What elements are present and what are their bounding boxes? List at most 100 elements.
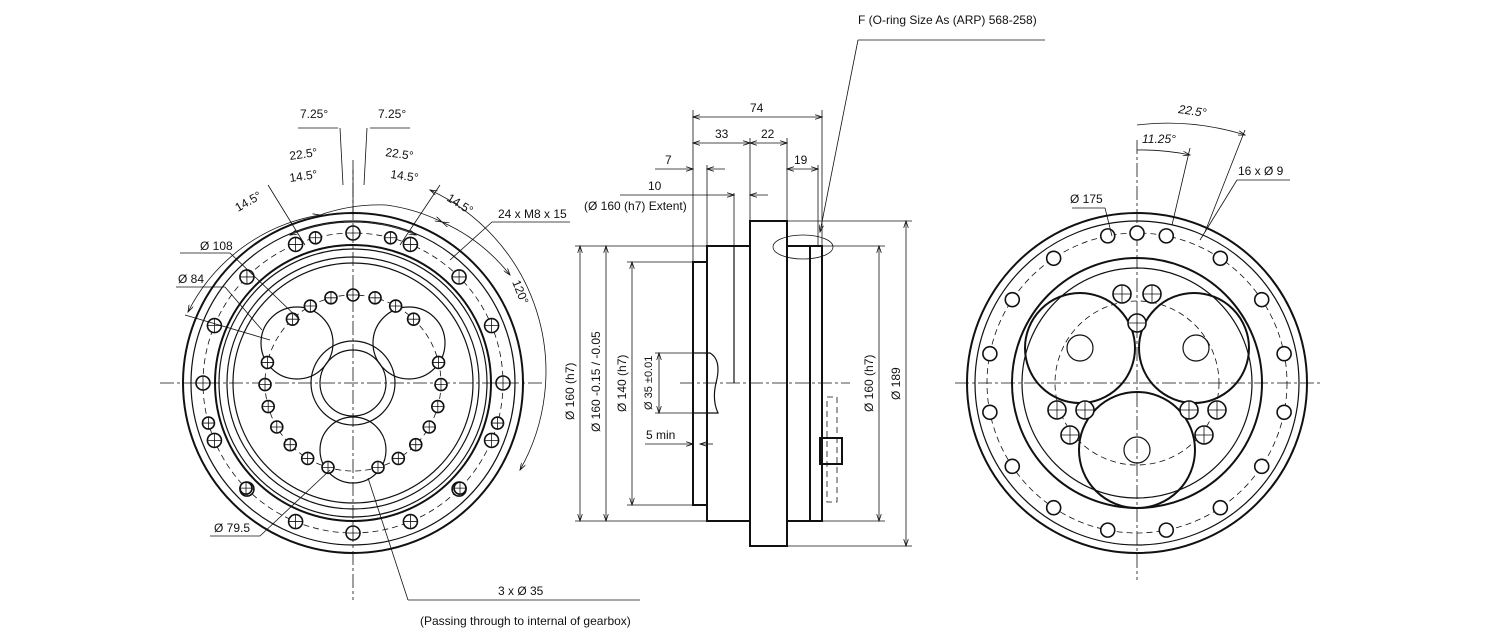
dia-160-h7-left-label: Ø 160 (h7) [563,363,577,420]
hole-center-mark [371,461,384,474]
hole-center-mark [286,313,299,326]
rear-holes-label: 16 x Ø 9 [1238,164,1284,178]
gear-hole [1066,334,1094,362]
dim-74-label: 74 [750,101,764,115]
hole-center-mark [1061,426,1079,444]
dia-189-label: Ø 189 [889,367,903,400]
hole-center-mark [407,313,420,326]
dia-84-label: Ø 84 [178,272,204,286]
hole-center-mark [261,356,274,369]
rear-mounting-hole [982,345,998,362]
gear-bottom [1078,391,1196,509]
rear-mounting-hole [1099,522,1116,538]
hole-center-mark [324,291,337,304]
oring-callout-ellipse [772,234,834,260]
dim-19-label: 19 [794,153,808,167]
hole-center-mark [1143,285,1161,303]
side-view: F (O-ring Size As (ARP) 568-258) 74 33 2… [563,13,1045,547]
hole-center-mark [207,433,222,448]
rear-mounting-hole [982,404,998,421]
rear-mounting-hole [1276,345,1292,362]
dim-22-label: 22 [761,127,775,141]
shaft-bore [310,340,396,426]
angle-120-label: 120° [509,278,531,306]
dim-10-label: 10 [648,179,662,193]
gear-hole [1182,334,1210,362]
dia-35-label: Ø 35 ±0.01 [643,356,655,410]
dim-7-label: 7 [665,153,672,167]
dia-108-label: Ø 108 [200,239,233,253]
through-holes-label: 3 x Ø 35 [498,584,544,598]
hole-center-mark [1128,314,1146,332]
hole-center-mark [392,452,405,465]
hole-center-mark [196,376,210,390]
rear-mounting-hole [1158,522,1175,538]
hole-center-mark [346,526,360,540]
rear-angle-22-5-label: 22.5° [1177,102,1208,120]
hole-center-mark [409,438,422,451]
hole-center-mark [1195,426,1213,444]
rear-mounting-hole [1253,291,1270,308]
dia-160-tolerance-label: Ø 160 -0.15 / -0.05 [589,331,603,432]
hole-center-mark [301,452,314,465]
oring-note: F (O-ring Size As (ARP) 568-258) [858,13,1037,27]
rear-housing-inner [1021,267,1253,499]
gear-right [1138,292,1250,404]
angle-7-25-left-label: 7.25° [300,107,328,121]
thread-holes-label: 24 x M8 x 15 [498,207,567,221]
rear-flange-inner [974,220,1300,546]
through-holes-note: (Passing through to internal of gearbox) [420,614,631,628]
angle-22-5-right-label: 22.5° [385,145,415,163]
dim-33-label: 33 [715,127,729,141]
rear-mounting-hole [1045,250,1062,267]
dim-5-min-label: 5 min [646,428,675,442]
hole-center-mark [270,421,283,433]
input-key [819,437,843,465]
mounting-flange-section [749,220,788,547]
hole-center-mark [389,300,402,313]
rear-mounting-hole [1212,250,1229,267]
rear-mounting-hole [1045,499,1062,516]
hole-center-mark [1076,401,1094,419]
shaft-section [319,349,387,417]
hole-center-mark [453,482,466,495]
angle-14-5-label: 14.5° [444,191,475,218]
hole-center-mark [262,400,275,413]
hole-center-mark [1113,285,1131,303]
gear-hole [1123,436,1151,464]
hole-center-mark [240,482,253,495]
dim-10-note: (Ø 160 (h7) Extent) [584,199,687,213]
rear-mounting-hole [1212,499,1229,516]
dia-160-h7-right-label: Ø 160 (h7) [862,355,876,412]
body-section [706,245,751,522]
rear-housing-section [786,245,811,522]
hole-center-mark [403,237,418,252]
hole-center-mark [1208,401,1226,419]
rear-angle-11-25-label: 11.25° [1142,132,1176,146]
front-view: 7.25° 7.25° 22.5° 22.5° 14.5° 14.5° 14.5… [160,107,640,628]
angle-14-5-label: 14.5° [233,188,265,214]
dia-79-5-label: Ø 79.5 [214,521,250,535]
input-plate-section [809,245,823,522]
rear-mounting-hole [1129,225,1145,241]
rear-mounting-hole [1004,291,1021,308]
gear-left [1024,292,1136,404]
hole-center-mark [284,438,297,451]
angle-7-25-right-label: 7.25° [378,107,406,121]
dia-140-h7-label: Ø 140 (h7) [615,355,629,412]
hole-center-mark [347,289,359,301]
rear-mounting-hole [1276,404,1292,421]
input-shaft-dashed [826,396,838,503]
rear-mounting-hole [1099,228,1116,244]
rear-mounting-hole [1158,228,1175,244]
bore-breakout [692,352,719,414]
angle-22-5-left-label: 22.5° [288,145,318,163]
rear-mounting-hole [1253,458,1270,475]
angle-14-5-label: 14.5° [390,167,420,185]
hole-center-mark [288,514,303,529]
hole-center-mark [369,291,382,304]
angle-14-5-label: 14.5° [288,167,318,185]
through-hole-bottom [319,416,387,484]
rear-mounting-hole [1004,458,1021,475]
